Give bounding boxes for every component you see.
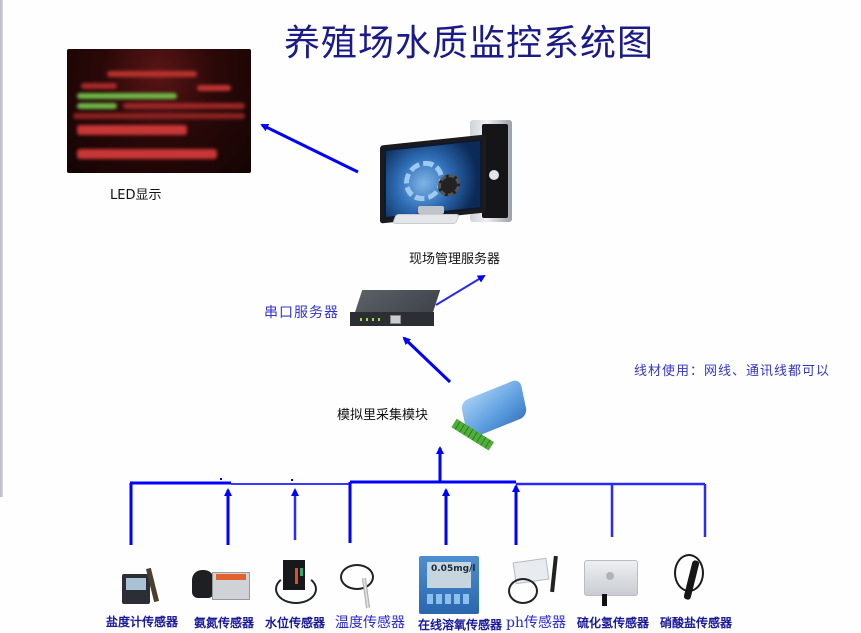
arrow-module-to-serial (402, 336, 452, 384)
do-reading: 0.05mg/l (431, 564, 476, 574)
sensor-label-dissolved-oxygen: 在线溶氧传感器 (418, 618, 503, 632)
sensor-label-nitrate: 硝酸盐传感器 (660, 616, 733, 630)
cable-note: 线材使用：网线、通讯线都可以 (634, 364, 831, 379)
window-edge-line (0, 0, 3, 497)
arrow-serial-to-server (435, 274, 486, 306)
led-display-image (67, 49, 251, 173)
serial-server-image (350, 290, 441, 332)
serial-server-label: 串口服务器 (264, 305, 339, 321)
sensor-label-temperature: 温度传感器 (335, 615, 405, 631)
acquisition-module-label: 模拟里采集模块 (337, 408, 429, 423)
sensor-label-ammonia: 氨氮传感器 (194, 616, 255, 630)
server-computer-image (378, 120, 518, 230)
sensor-label-water-level: 水位传感器 (265, 616, 326, 630)
arrow-server-to-led (260, 123, 359, 174)
sensor-label-h2s: 硫化氢传感器 (577, 616, 650, 630)
diagram-title: 养殖场水质监控系统图 (284, 23, 655, 64)
led-label: LED显示 (110, 188, 162, 203)
server-label: 现场管理服务器 (409, 252, 501, 267)
sensor-label-salinity: 盐度计传感器 (106, 615, 179, 629)
sensor-label-ph: ph传感器 (506, 615, 566, 631)
